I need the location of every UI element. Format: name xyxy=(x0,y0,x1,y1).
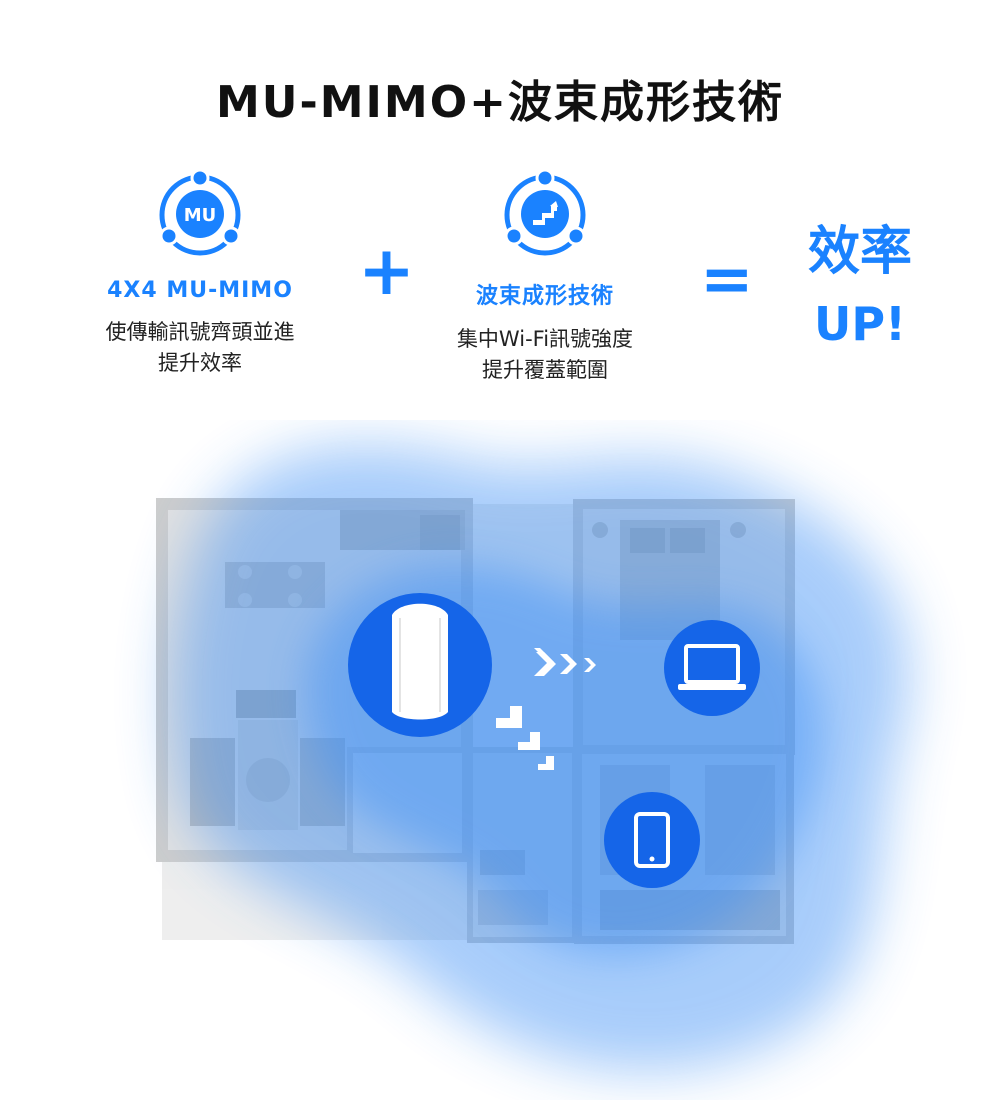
beamforming-icon xyxy=(500,168,590,260)
feature-desc-line: 提升覆蓋範圍 xyxy=(482,358,608,382)
feature-desc: 使傳輸訊號齊頭並進 提升效率 xyxy=(90,317,310,379)
feature-label: 波束成形技術 xyxy=(475,284,614,309)
feature-desc-line: 提升效率 xyxy=(158,351,242,375)
chevron-right-icon xyxy=(534,648,596,676)
page-title: MU-MIMO+波束成形技術 xyxy=(216,77,784,128)
feature-label: 4X4 MU-MIMO xyxy=(107,278,293,303)
mu-mimo-icon: MU xyxy=(155,168,245,260)
feature-desc: 集中Wi-Fi訊號強度 提升覆蓋範圍 xyxy=(430,324,660,386)
coverage-scene xyxy=(0,420,1000,1100)
result-line2: UP! xyxy=(813,297,907,351)
result-line1: 效率 xyxy=(807,222,912,282)
laptop-icon xyxy=(664,620,760,716)
feature-desc-line: 使傳輸訊號齊頭並進 xyxy=(105,320,295,344)
router-icon xyxy=(348,593,492,737)
feature-beamforming: 波束成形技術 集中Wi-Fi訊號強度 提升覆蓋範圍 xyxy=(430,168,660,386)
feature-desc-line: 集中Wi-Fi訊號強度 xyxy=(456,327,634,351)
plus-sign: + xyxy=(358,232,415,311)
smartphone-icon xyxy=(604,792,700,888)
step-arrow-icon xyxy=(496,706,554,770)
result-text: 效率 UP! xyxy=(790,222,930,352)
mu-icon-text: MU xyxy=(184,205,217,226)
wifi-coverage-area xyxy=(171,445,910,1072)
feature-mu-mimo: MU 4X4 MU-MIMO 使傳輸訊號齊頭並進 提升效率 xyxy=(90,168,310,379)
equals-sign: = xyxy=(700,243,754,317)
